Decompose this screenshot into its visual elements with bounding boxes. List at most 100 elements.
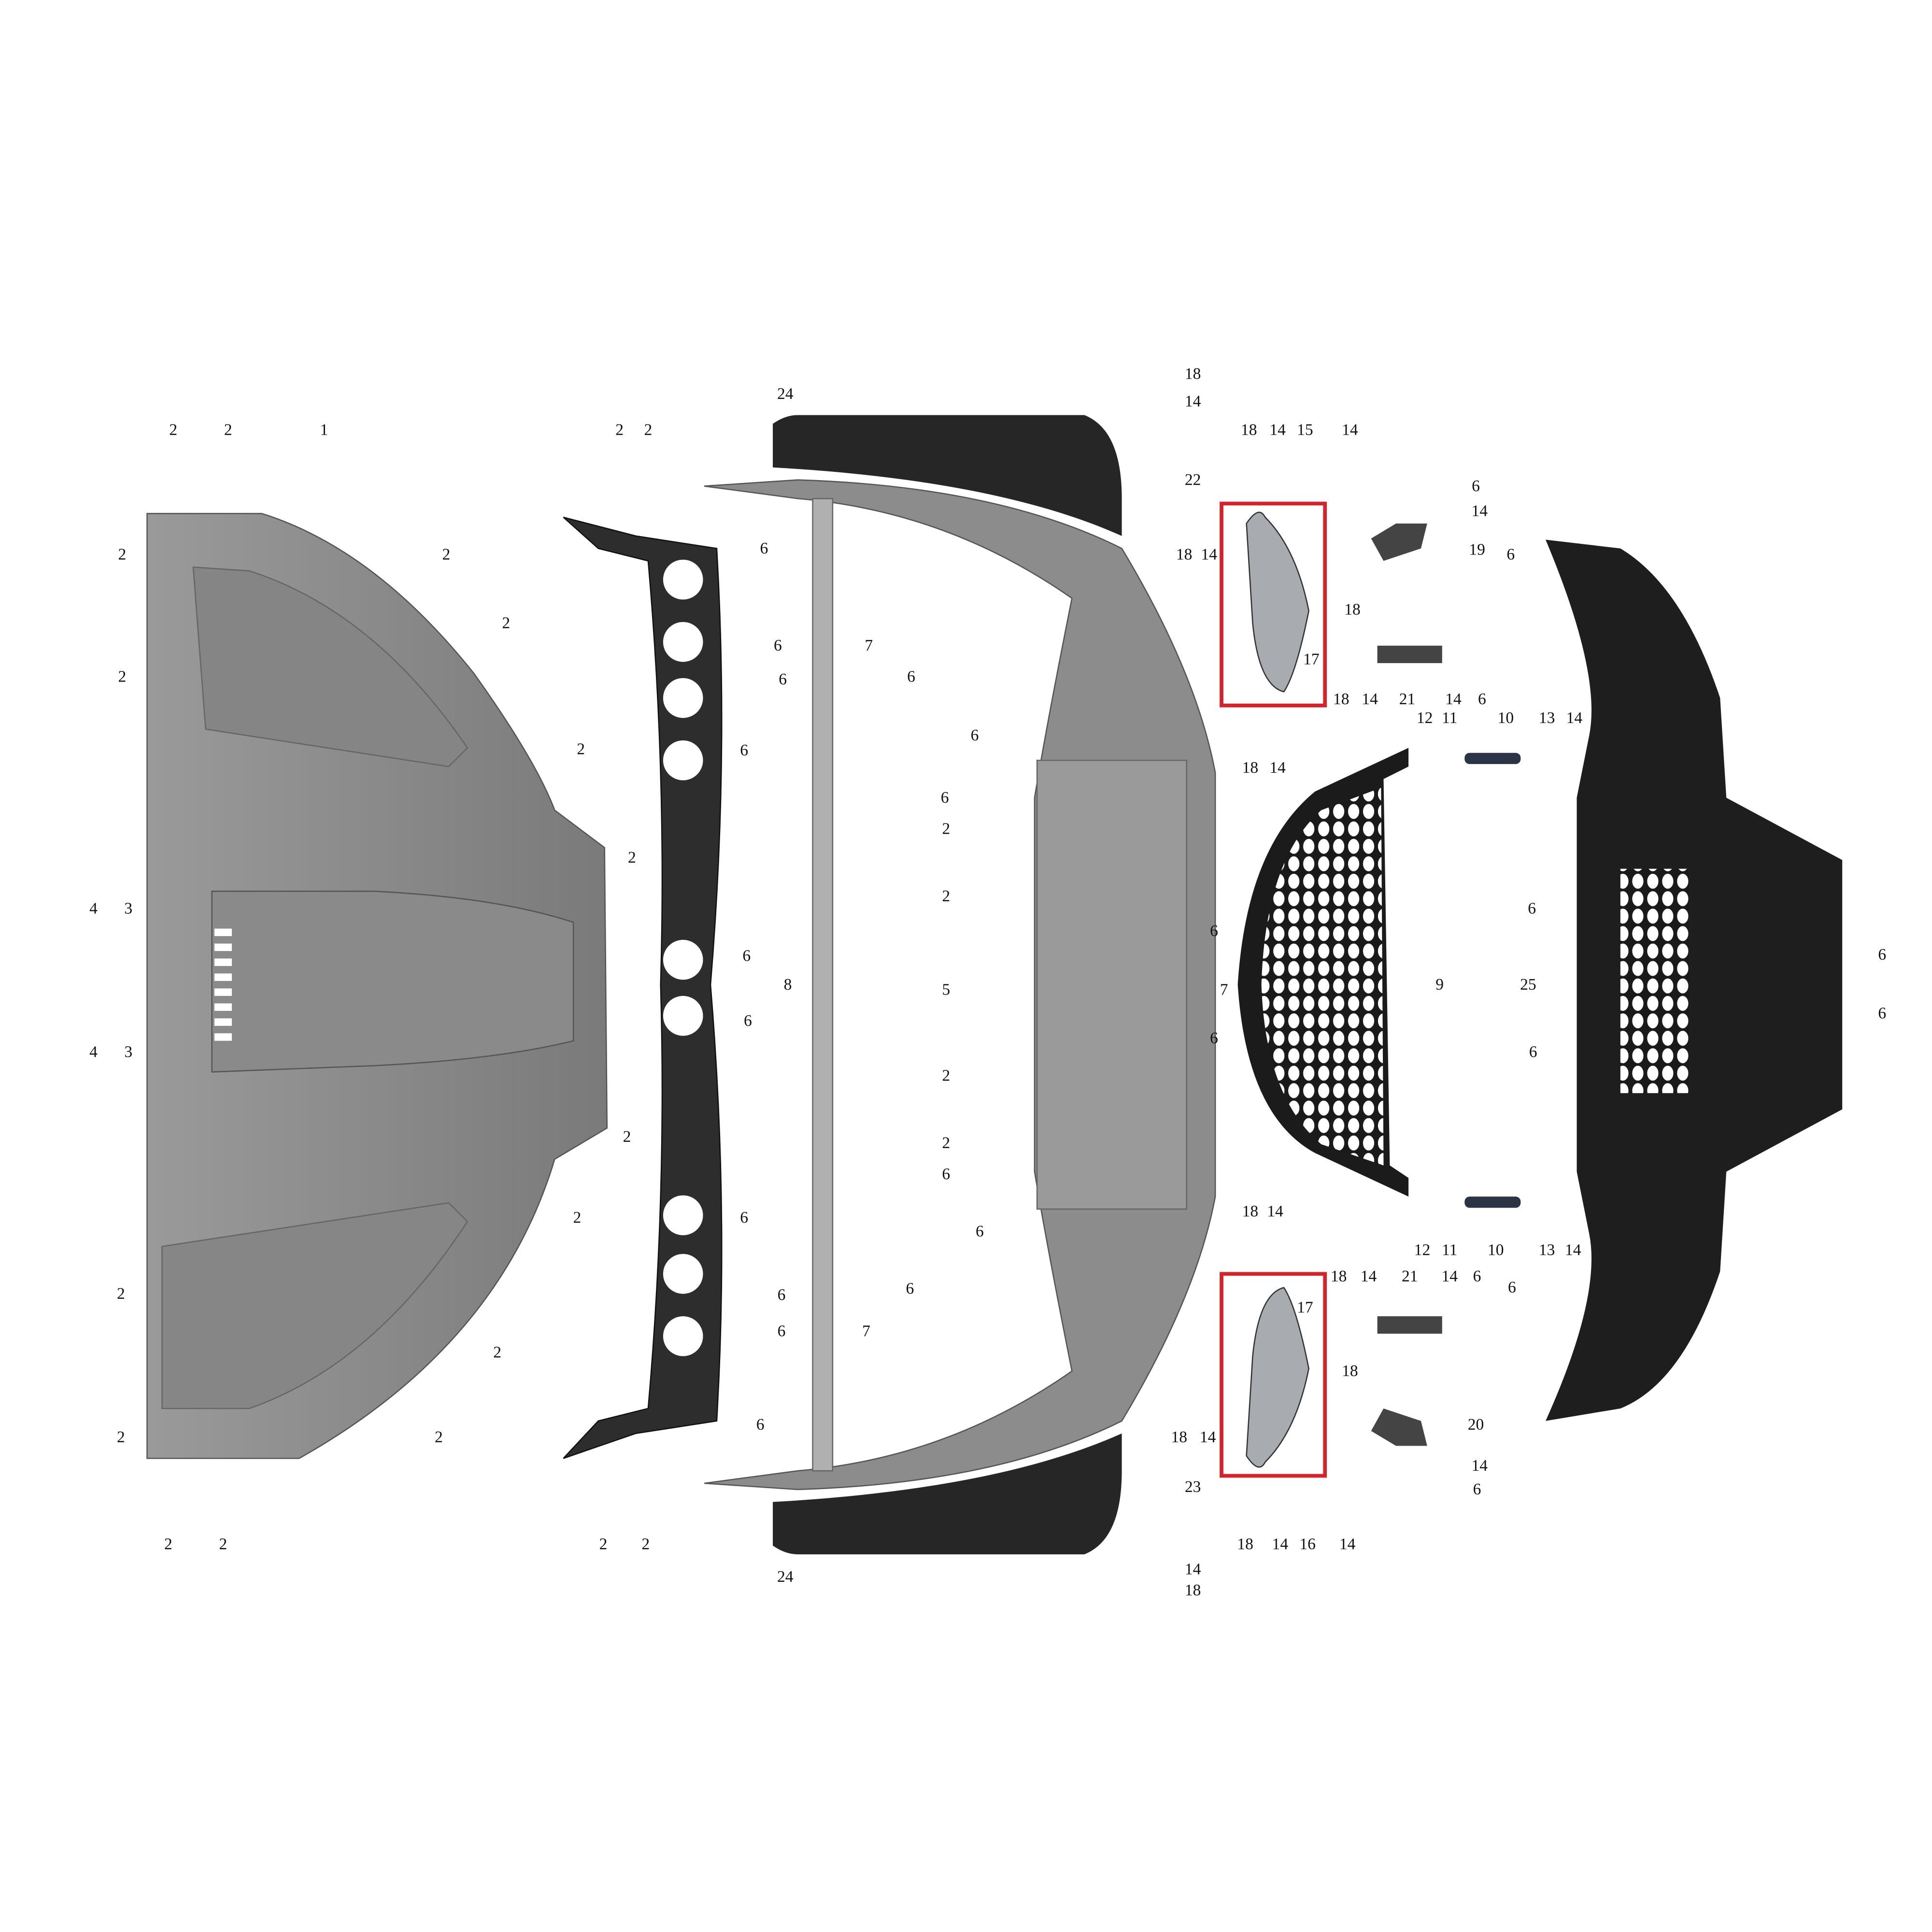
callout-6: 6 <box>740 741 748 759</box>
callout-6: 6 <box>756 1416 765 1434</box>
headlight-left-highlight[interactable] <box>1220 501 1327 708</box>
callout-14: 14 <box>1471 1457 1488 1475</box>
callout-6: 6 <box>1472 477 1480 495</box>
callout-6: 6 <box>1478 690 1486 708</box>
callout-6: 6 <box>1508 1279 1516 1296</box>
callout-14: 14 <box>1442 1267 1458 1285</box>
callout-14: 14 <box>1362 690 1378 708</box>
callout-12: 12 <box>1414 1241 1431 1259</box>
hood-vent-top <box>192 566 469 767</box>
strip-21-top <box>1377 645 1442 663</box>
callout-6: 6 <box>1529 1043 1537 1061</box>
callout-14: 14 <box>1445 690 1462 708</box>
callout-6: 6 <box>941 789 949 807</box>
headlight-right-highlight[interactable] <box>1220 1272 1327 1478</box>
support-bar-holes <box>663 559 703 1356</box>
callout-18: 18 <box>1241 421 1257 439</box>
callout-18: 18 <box>1333 690 1350 708</box>
callout-7: 7 <box>865 637 873 654</box>
callout-23: 23 <box>1185 1478 1201 1496</box>
callout-7: 7 <box>862 1322 870 1340</box>
callout-18: 18 <box>1185 365 1201 383</box>
callout-2: 2 <box>644 421 653 439</box>
callout-5: 5 <box>942 980 950 998</box>
callout-9: 9 <box>1435 976 1444 994</box>
callout-6: 6 <box>906 1280 914 1298</box>
callout-6: 6 <box>742 947 751 965</box>
callout-14: 14 <box>1342 421 1358 439</box>
callout-2: 2 <box>117 1285 125 1303</box>
callout-6: 6 <box>1210 922 1218 940</box>
callout-2: 2 <box>117 1428 125 1446</box>
bumper-bottom-cover <box>773 1433 1122 1555</box>
callout-18: 18 <box>1171 1428 1188 1446</box>
callout-19: 19 <box>1469 540 1485 558</box>
frame-plate <box>1036 759 1188 1210</box>
headlight-right[interactable] <box>1246 1287 1309 1468</box>
bar-hole <box>663 939 703 980</box>
callout-16: 16 <box>1299 1535 1316 1553</box>
callout-2: 2 <box>577 740 585 758</box>
callout-17: 17 <box>1303 650 1320 668</box>
callout-10: 10 <box>1498 709 1514 727</box>
callout-6: 6 <box>1506 546 1515 564</box>
callout-18: 18 <box>1331 1267 1347 1285</box>
callout-20: 20 <box>1468 1416 1484 1434</box>
callout-24: 24 <box>777 385 794 403</box>
callout-2: 2 <box>502 614 510 632</box>
callout-4: 4 <box>89 900 98 918</box>
callout-6: 6 <box>1528 900 1536 918</box>
callout-2: 2 <box>493 1343 501 1361</box>
callout-2: 2 <box>573 1209 581 1227</box>
callout-2: 2 <box>169 421 177 439</box>
callout-18: 18 <box>1342 1362 1358 1380</box>
callout-2: 2 <box>118 546 127 564</box>
callout-1: 1 <box>320 421 328 439</box>
callout-14: 14 <box>1185 392 1201 410</box>
callout-2: 2 <box>164 1535 172 1553</box>
callout-13: 13 <box>1539 709 1555 727</box>
callout-14: 14 <box>1269 759 1286 777</box>
callout-2: 2 <box>442 546 450 564</box>
callout-2: 2 <box>942 820 950 838</box>
callout-3: 3 <box>124 900 132 918</box>
callout-6: 6 <box>971 726 979 744</box>
callout-6: 6 <box>760 540 768 557</box>
callout-18: 18 <box>1242 1203 1259 1221</box>
callout-24: 24 <box>777 1568 794 1586</box>
callout-6: 6 <box>942 1165 950 1183</box>
callout-6: 6 <box>779 670 787 688</box>
callout-7: 7 <box>1220 980 1228 998</box>
callout-15: 15 <box>1297 421 1313 439</box>
bar-hole <box>663 740 703 781</box>
callout-2: 2 <box>118 668 127 686</box>
callout-2: 2 <box>942 887 950 905</box>
link-10-bottom <box>1464 1196 1521 1208</box>
callout-18: 18 <box>1344 600 1361 618</box>
callout-4: 4 <box>89 1043 98 1061</box>
callout-2: 2 <box>942 1066 950 1084</box>
strip-21-bottom <box>1377 1316 1442 1334</box>
callout-17: 17 <box>1297 1298 1313 1316</box>
callout-3: 3 <box>124 1043 132 1061</box>
callout-6: 6 <box>1878 1004 1886 1022</box>
bar-hole <box>663 1254 703 1294</box>
callout-2: 2 <box>599 1535 608 1553</box>
callout-18: 18 <box>1176 546 1193 564</box>
callout-2: 2 <box>623 1128 631 1146</box>
callout-10: 10 <box>1488 1241 1504 1259</box>
callout-14: 14 <box>1471 502 1488 520</box>
callout-6: 6 <box>774 637 782 654</box>
hood-vent-bottom <box>161 1202 469 1409</box>
headlight-left[interactable] <box>1246 511 1309 693</box>
callout-14: 14 <box>1185 1560 1201 1578</box>
callout-14: 14 <box>1269 421 1286 439</box>
callout-6: 6 <box>1210 1029 1218 1047</box>
callout-18: 18 <box>1242 759 1259 777</box>
callout-6: 6 <box>778 1322 786 1340</box>
callout-11: 11 <box>1442 1241 1457 1259</box>
callout-2: 2 <box>615 421 624 439</box>
bracket-19 <box>1371 523 1427 561</box>
